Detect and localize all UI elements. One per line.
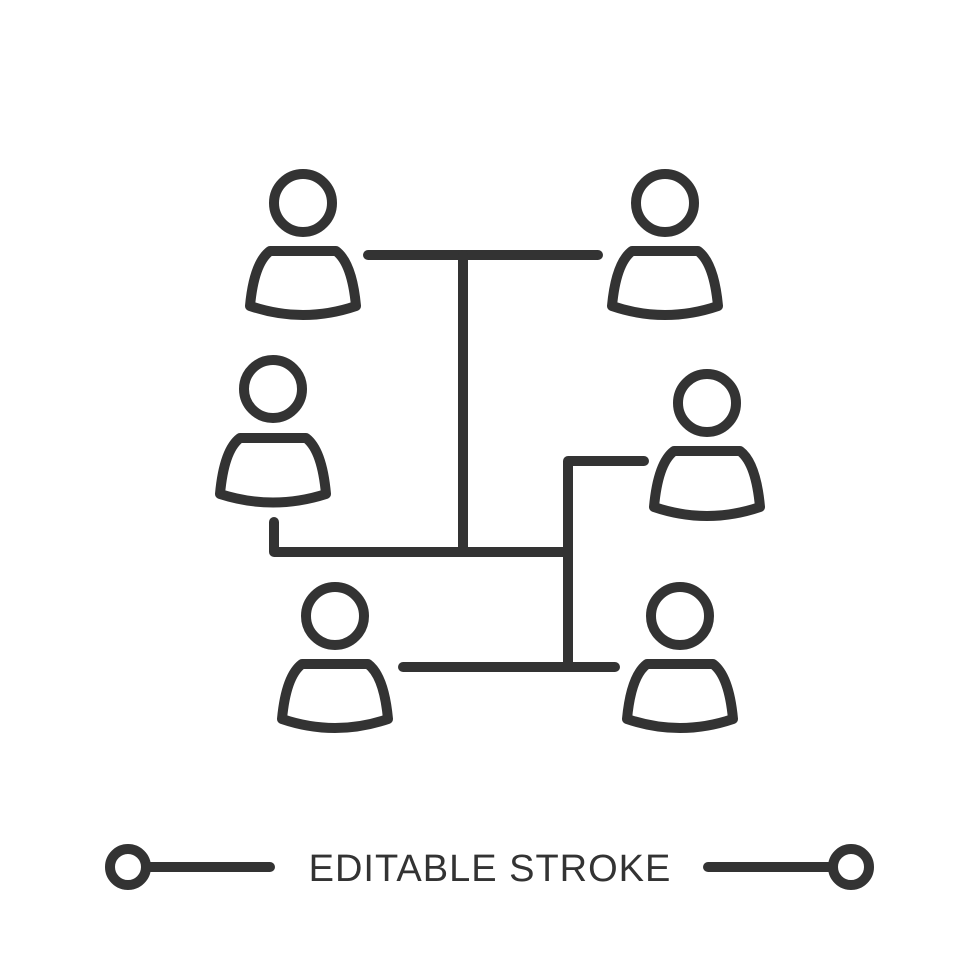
right-branch-connector (563, 456, 649, 672)
connector-lines (269, 250, 649, 672)
person-icon-top-left (245, 169, 361, 320)
person-icon-bottom-left (277, 582, 393, 733)
editable-stroke-caption: EDITABLE STROKE (105, 844, 874, 890)
caption-label: EDITABLE STROKE (309, 848, 672, 890)
person-icon-middle-right (649, 369, 765, 521)
middle-left-connector (269, 517, 571, 557)
person-icon-top-right (607, 169, 723, 320)
person-icon-middle-left (215, 355, 331, 508)
left-node-icon (105, 844, 151, 890)
right-node-icon (828, 844, 874, 890)
person-icon-bottom-right (622, 582, 738, 733)
